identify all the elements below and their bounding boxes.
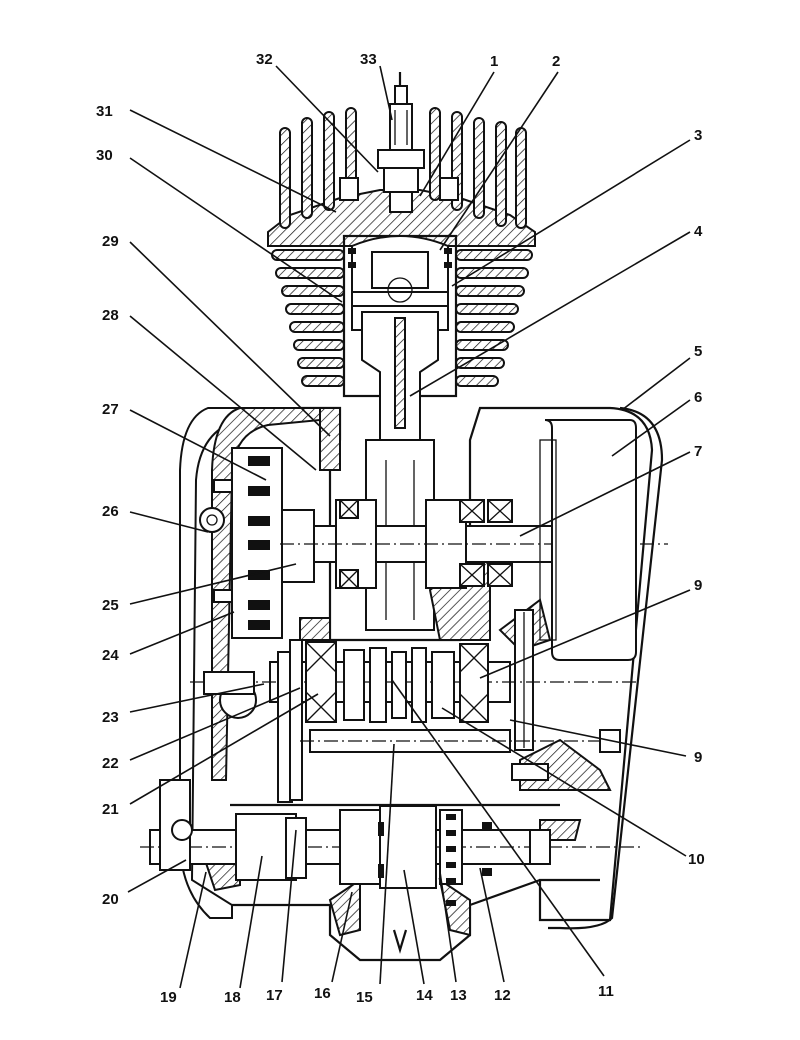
label-15: 15 bbox=[356, 989, 373, 1006]
output-shaft bbox=[140, 779, 640, 954]
gearbox bbox=[190, 639, 640, 803]
label-19: 19 bbox=[160, 989, 177, 1006]
label-24: 24 bbox=[102, 647, 119, 664]
label-17: 17 bbox=[266, 987, 283, 1004]
label-10: 10 bbox=[688, 851, 705, 868]
label-27: 27 bbox=[102, 401, 119, 418]
label-25: 25 bbox=[102, 597, 119, 614]
label-3: 3 bbox=[694, 127, 702, 144]
label-18: 18 bbox=[224, 989, 241, 1006]
spark-plug bbox=[377, 72, 425, 213]
label-20: 20 bbox=[102, 891, 119, 908]
label-16: 16 bbox=[314, 985, 331, 1002]
label-11: 11 bbox=[598, 983, 614, 1000]
label-30: 30 bbox=[96, 147, 113, 164]
flywheel-generator bbox=[199, 447, 315, 639]
label-5: 5 bbox=[694, 343, 702, 360]
label-12: 12 bbox=[494, 987, 511, 1004]
crankshaft bbox=[280, 499, 668, 589]
label-14: 14 bbox=[416, 987, 433, 1004]
label-33: 33 bbox=[360, 51, 377, 68]
part-labels: 1 2 3 4 5 6 7 9 9 10 11 12 13 14 15 16 1… bbox=[96, 51, 705, 1006]
piston bbox=[348, 235, 452, 331]
label-2: 2 bbox=[552, 53, 560, 70]
label-29: 29 bbox=[102, 233, 119, 250]
clutch-drum bbox=[514, 419, 637, 751]
label-31: 31 bbox=[96, 103, 113, 120]
label-4: 4 bbox=[694, 223, 703, 240]
label-22: 22 bbox=[102, 755, 119, 772]
label-6: 6 bbox=[694, 389, 702, 406]
cylinder-head bbox=[267, 107, 536, 247]
label-32: 32 bbox=[256, 51, 273, 68]
label-9-lower: 9 bbox=[694, 749, 702, 766]
label-9-upper: 9 bbox=[694, 577, 702, 594]
label-7: 7 bbox=[694, 443, 702, 460]
label-13: 13 bbox=[450, 987, 467, 1004]
label-1: 1 bbox=[490, 53, 498, 70]
label-21: 21 bbox=[102, 801, 119, 818]
label-23: 23 bbox=[102, 709, 119, 726]
leader-lines bbox=[127, 65, 691, 989]
label-26: 26 bbox=[102, 503, 119, 520]
label-28: 28 bbox=[102, 307, 119, 324]
